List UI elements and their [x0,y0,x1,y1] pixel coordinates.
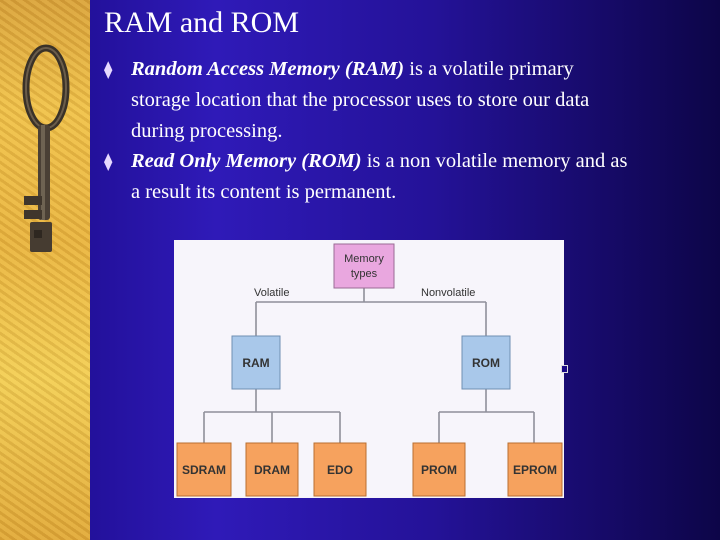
memory-types-label-line1: Memory [344,253,384,265]
bullet-ram: ⧫ Random Access Memory (RAM) is a volati… [104,54,684,147]
bullet-text-line: during processing. [131,120,283,142]
edo-label: EDO [327,463,353,477]
prom-label: PROM [421,463,457,477]
volatile-label: Volatile [254,287,289,299]
slide-title: RAM and ROM [104,6,300,39]
eprom-label: EPROM [513,463,557,477]
dram-node [245,442,299,497]
dram-label: DRAM [254,463,290,477]
prom-node [412,442,466,497]
bullet-text: Random Access Memory (RAM) is a volatile… [131,54,684,147]
bullet-icon: ⧫ [104,152,113,171]
bullet-text-line: is a volatile primary [404,58,574,80]
bullet-term: Random Access Memory (RAM) [131,58,405,80]
bullet-text-line: is a non volatile memory and as [361,150,628,172]
bullet-text-line: storage location that the processor uses… [131,89,590,111]
rom-node [461,335,511,390]
bullet-text: Read Only Memory (ROM) is a non volatile… [131,146,716,208]
sdram-node [176,442,232,497]
diagram-connectors [203,288,535,443]
sdram-label: SDRAM [182,463,226,477]
nonvolatile-label: Nonvolatile [421,287,475,299]
key-icon [22,44,70,252]
memory-types-diagram: Memory types Volatile Nonvolatile RAM RO… [174,240,564,498]
memory-types-label-line2: types [351,268,378,280]
bullet-icon: ⧫ [104,60,113,79]
ram-node [231,335,281,390]
gold-texture-strip [0,0,90,540]
bullet-term: Read Only Memory (ROM) [131,150,362,172]
memory-types-node [333,243,395,289]
rom-label: ROM [472,356,500,370]
ram-label: RAM [242,356,269,370]
bullet-text-line: a result its content is permanent. [131,181,397,203]
small-marker-square [561,365,568,373]
edo-node [313,442,367,497]
bullet-rom: ⧫ Read Only Memory (ROM) is a non volati… [104,146,716,208]
eprom-node [507,442,563,497]
